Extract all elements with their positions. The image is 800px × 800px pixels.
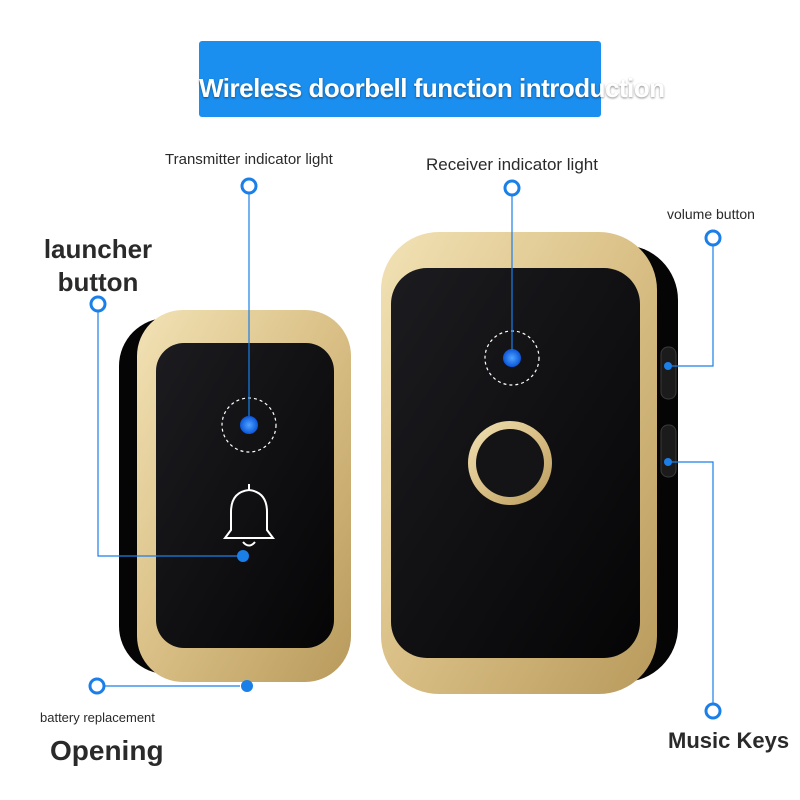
volume-button-label: volume button — [667, 206, 755, 222]
transmitter-indicator-label: Transmitter indicator light — [165, 151, 333, 168]
circle-marker-icon — [503, 179, 521, 197]
bell-icon[interactable] — [223, 484, 275, 547]
page-title: Wireless doorbell function introduction — [199, 73, 665, 103]
circle-marker-icon — [240, 177, 258, 195]
circle-marker-icon — [704, 229, 722, 247]
callout-markers — [88, 177, 722, 720]
launcher-label-line2: button — [57, 267, 139, 297]
dot-marker-icon — [237, 550, 249, 562]
music-keys-label: Music Keys — [668, 728, 790, 753]
opening-label: Opening — [50, 735, 164, 766]
receiver-indicator-label: Receiver indicator light — [426, 155, 598, 174]
volume-button[interactable] — [660, 346, 677, 400]
circle-marker-icon — [89, 295, 107, 313]
battery-replacement-label: battery replacement — [40, 710, 155, 725]
circle-marker-icon — [704, 702, 722, 720]
transmitter-device — [119, 310, 351, 682]
title-banner: Wireless doorbell function introduction — [199, 41, 665, 117]
dot-marker-icon — [664, 458, 672, 466]
dot-marker-icon — [241, 680, 253, 692]
callout-lines — [97, 194, 714, 703]
receiver-center-button[interactable] — [476, 429, 544, 497]
transmitter-indicator-light — [240, 416, 258, 434]
receiver-device — [381, 232, 678, 694]
launcher-label-line1: launcher — [43, 234, 153, 264]
circle-marker-icon — [88, 677, 106, 695]
dot-marker-icon — [664, 362, 672, 370]
transmitter-face — [156, 343, 334, 648]
music-keys-button[interactable] — [660, 424, 677, 478]
receiver-indicator-light — [503, 349, 521, 367]
